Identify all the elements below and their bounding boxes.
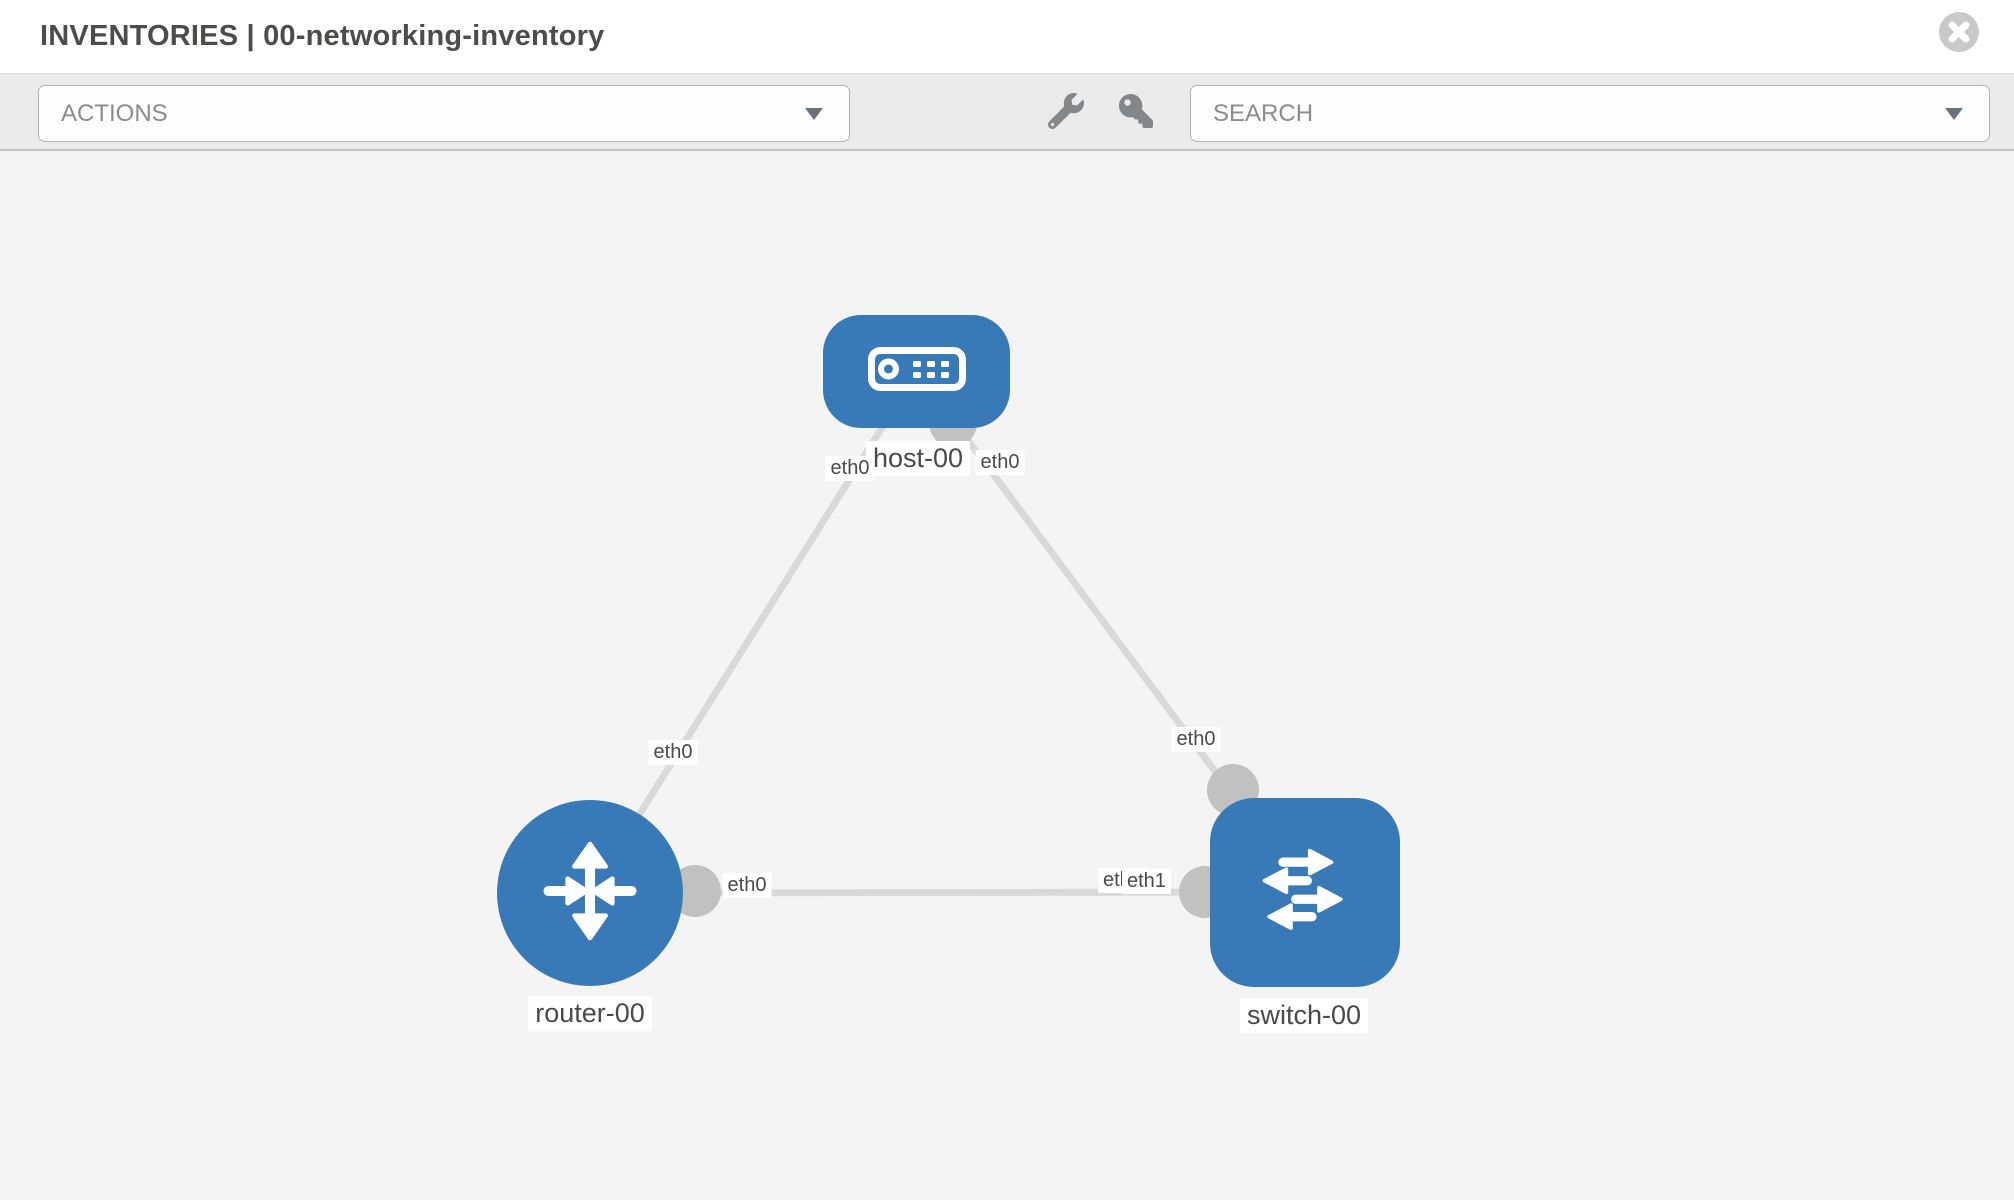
close-button[interactable] bbox=[1939, 12, 1979, 52]
if-label-host-eth0-left: eth0 bbox=[825, 456, 875, 481]
if-label-switch-top-eth0: eth0 bbox=[1171, 727, 1221, 752]
if-label-mid-router-eth0: eth0 bbox=[722, 873, 772, 898]
chevron-down-icon bbox=[805, 107, 823, 120]
node-label-host: host-00 bbox=[865, 441, 971, 476]
page-title: INVENTORIES | 00-networking-inventory bbox=[40, 20, 605, 52]
topology-links bbox=[587, 369, 1308, 897]
node-switch-00[interactable] bbox=[1210, 798, 1400, 987]
node-label-switch: switch-00 bbox=[1239, 998, 1369, 1033]
if-label-mid-switch-eth1: eth1 bbox=[1122, 869, 1171, 894]
switch-icon bbox=[1247, 832, 1363, 953]
key-icon bbox=[1119, 93, 1153, 131]
topology-canvas[interactable]: host-00 router-00 switch-00 eth0 eth0 et… bbox=[0, 151, 2014, 1200]
actions-dropdown-label: ACTIONS bbox=[61, 99, 168, 127]
key-button[interactable] bbox=[1116, 92, 1156, 132]
wrench-icon bbox=[1047, 92, 1084, 132]
node-router-00[interactable] bbox=[497, 800, 683, 986]
chevron-down-icon bbox=[1945, 107, 1963, 120]
node-label-router: router-00 bbox=[528, 996, 652, 1031]
wrench-button[interactable] bbox=[1046, 92, 1086, 132]
toolbar: ACTIONS SEARCH bbox=[0, 73, 2014, 151]
if-label-router-link-eth0: eth0 bbox=[648, 740, 698, 765]
header: INVENTORIES | 00-networking-inventory bbox=[0, 0, 2014, 73]
node-host-00[interactable] bbox=[823, 315, 1010, 428]
actions-dropdown[interactable]: ACTIONS bbox=[38, 85, 850, 142]
search-dropdown-label: SEARCH bbox=[1213, 99, 1314, 127]
if-label-host-eth0-right: eth0 bbox=[975, 450, 1025, 475]
close-icon bbox=[1939, 12, 1979, 55]
router-icon bbox=[534, 835, 646, 952]
host-icon bbox=[867, 346, 967, 397]
search-dropdown[interactable]: SEARCH bbox=[1190, 85, 1990, 142]
